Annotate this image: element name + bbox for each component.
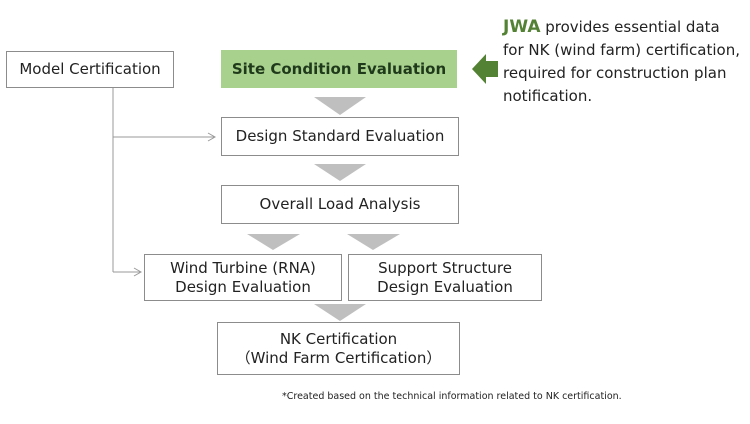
design-standard-evaluation-label: Design Standard Evaluation [235, 127, 445, 145]
site-condition-evaluation-box: Site Condition Evaluation [221, 50, 457, 88]
footnote: *Created based on the technical informat… [282, 391, 622, 402]
support-structure-line1: Support Structure [378, 258, 512, 277]
wind-turbine-line1: Wind Turbine (RNA) [170, 258, 316, 277]
design-standard-evaluation-box: Design Standard Evaluation [221, 117, 459, 156]
green-arrow-left-icon [472, 54, 498, 84]
model-certification-box: Model Certification [6, 51, 174, 88]
jwa-note: JWA provides essential data for NK (wind… [503, 16, 743, 108]
site-condition-evaluation-label: Site Condition Evaluation [231, 59, 447, 78]
flow-arrow-site-to-design [314, 97, 366, 115]
flow-arrow-load-to-turbine [247, 234, 300, 250]
jwa-brand-text: JWA [503, 17, 541, 37]
nk-certification-line2: （Wind Farm Certification） [235, 348, 442, 367]
overall-load-analysis-box: Overall Load Analysis [221, 185, 459, 224]
jwa-note-text: provides essential data for NK (wind far… [503, 18, 740, 105]
support-structure-line2: Design Evaluation [377, 277, 513, 296]
nk-certification-box: NK Certification （Wind Farm Certificatio… [217, 322, 460, 375]
support-structure-design-evaluation-box: Support Structure Design Evaluation [348, 254, 542, 301]
wind-turbine-design-evaluation-box: Wind Turbine (RNA) Design Evaluation [144, 254, 342, 301]
nk-certification-line1: NK Certification [279, 329, 398, 348]
overall-load-analysis-label: Overall Load Analysis [259, 195, 421, 213]
model-certification-label: Model Certification [19, 60, 161, 78]
flow-arrow-load-to-structure [347, 234, 400, 250]
flow-arrow-design-to-load [314, 164, 366, 181]
arrowhead-wind-turbine [133, 267, 143, 277]
flow-arrow-to-nk-certification [314, 304, 366, 321]
arrowhead-design-standard [207, 132, 217, 142]
wind-turbine-line2: Design Evaluation [175, 277, 311, 296]
